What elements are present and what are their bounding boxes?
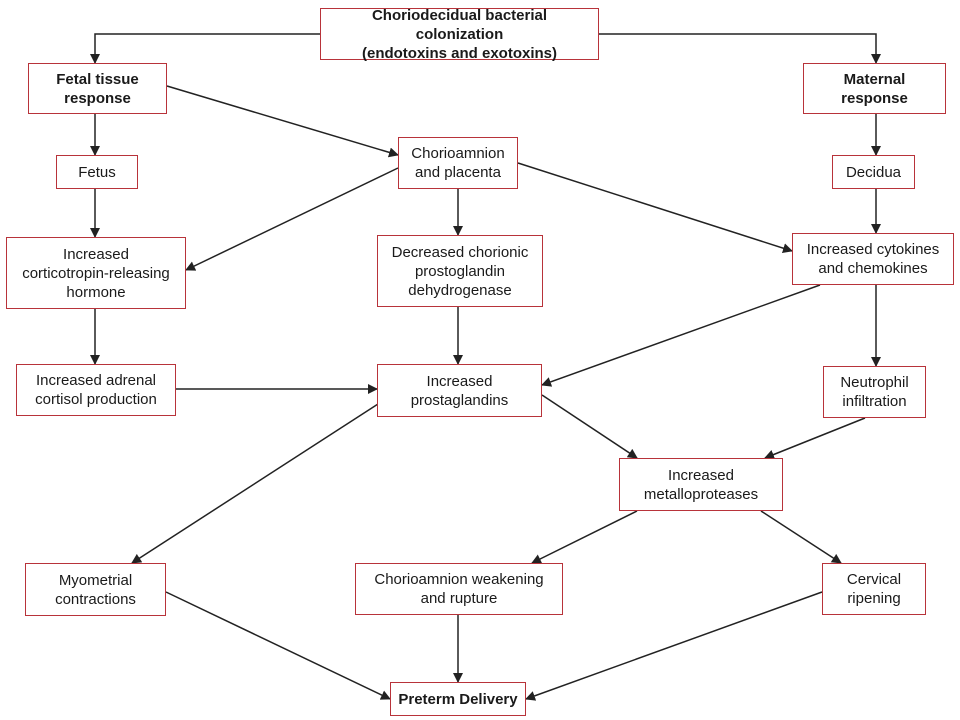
node-fetal-tissue-response: Fetal tissue response bbox=[28, 63, 167, 114]
node-increased-cytokines: Increased cytokines and chemokines bbox=[792, 233, 954, 285]
node-myometrial-contractions: Myometrial contractions bbox=[25, 563, 166, 616]
node-neutrophil-infiltration: Neutrophil infiltration bbox=[823, 366, 926, 418]
arrow-neutrophil-to-metalloproteases bbox=[764, 417, 866, 460]
arrow-myometrial-to-preterm bbox=[165, 591, 391, 700]
node-maternal-response: Maternal response bbox=[803, 63, 946, 114]
node-increased-crh: Increased corticotropin-releasing hormon… bbox=[6, 237, 186, 309]
arrow-prostaglandins-to-myometrial bbox=[131, 403, 379, 564]
arrow-fetal-response-to-chorioamnion-placenta bbox=[166, 85, 399, 158]
node-preterm-delivery: Preterm Delivery bbox=[390, 682, 526, 716]
arrow-cervical-to-preterm bbox=[525, 591, 823, 701]
node-decidua: Decidua bbox=[832, 155, 915, 189]
arrow-chorioamnion-placenta-to-crh bbox=[185, 167, 399, 271]
node-decreased-pgdh: Decreased chorionic prostoglandin dehydr… bbox=[377, 235, 543, 307]
node-increased-metalloproteases: Increased metalloproteases bbox=[619, 458, 783, 511]
arrow-prostaglandins-to-metalloproteases bbox=[541, 394, 638, 459]
node-fetus: Fetus bbox=[56, 155, 138, 189]
arrow-chorioamnion-placenta-to-cytokines bbox=[517, 162, 793, 254]
node-colonization: Choriodecidual bacterial colonization (e… bbox=[320, 7, 599, 62]
node-chorioamnion-weakening: Chorioamnion weakening and rupture bbox=[355, 563, 563, 615]
arrow-cytokines-to-prostaglandins bbox=[541, 284, 821, 387]
arrow-metalloproteases-to-cervical bbox=[760, 510, 842, 564]
node-adrenal-cortisol: Increased adrenal cortisol production bbox=[16, 364, 176, 416]
arrow-metalloproteases-to-weakening bbox=[531, 510, 638, 564]
arrow-colonization-to-maternal-response bbox=[599, 33, 881, 64]
arrow-colonization-to-fetal-response bbox=[90, 33, 320, 64]
node-cervical-ripening: Cervical ripening bbox=[822, 563, 926, 615]
node-increased-prostaglandins: Increased prostaglandins bbox=[377, 364, 542, 417]
node-chorioamnion-placenta: Chorioamnion and placenta bbox=[398, 137, 518, 189]
